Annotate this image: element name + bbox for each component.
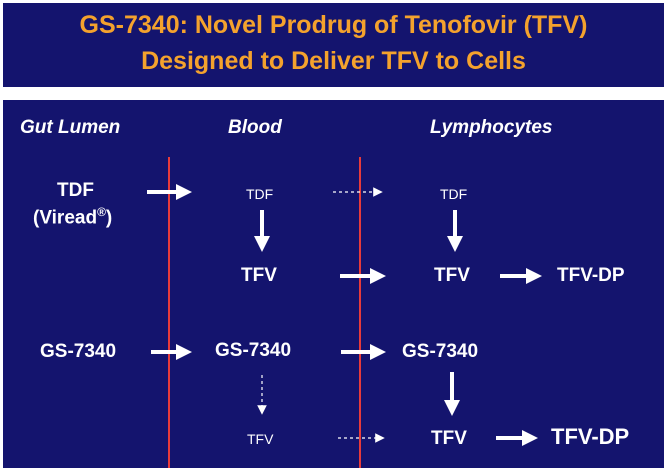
lymphocyte-tfv-lower-label: TFV — [431, 428, 467, 449]
lymphocyte-gs7340-label: GS-7340 — [402, 341, 479, 362]
viread-brand: (Viread — [33, 207, 98, 229]
registered-mark: ® — [97, 205, 106, 219]
blood-tfv-label: TFV — [241, 265, 277, 286]
gut-gs7340-label: GS-7340 — [40, 341, 117, 362]
divider-gut-blood — [168, 157, 170, 468]
lymphocyte-tfv-label: TFV — [434, 265, 470, 286]
divider-blood-lymphocytes — [359, 157, 361, 468]
lymphocyte-tfv-dp-lower-label: TFV-DP — [551, 424, 630, 449]
gut-tdf-label: TDF — [57, 180, 94, 201]
slide-title-line1: GS-7340: Novel Prodrug of Tenofovir (TFV… — [79, 11, 588, 39]
column-header-blood: Blood — [228, 117, 282, 138]
blood-gs7340-label: GS-7340 — [215, 340, 292, 361]
blood-tdf-label: TDF — [246, 186, 274, 202]
gut-viread-label: (Viread®) — [33, 205, 112, 229]
lymphocyte-tdf-label: TDF — [440, 186, 468, 202]
lymphocyte-tfv-dp-label: TFV-DP — [557, 265, 625, 286]
column-header-lymphocytes: Lymphocytes — [430, 117, 553, 138]
diagram-panel — [3, 100, 664, 468]
blood-tfv-small-label: TFV — [247, 431, 274, 447]
viread-close-paren: ) — [105, 207, 113, 229]
title-band — [3, 3, 664, 87]
column-header-gut-lumen: Gut Lumen — [20, 117, 121, 138]
slide-title-line2: Designed to Deliver TFV to Cells — [141, 47, 526, 75]
